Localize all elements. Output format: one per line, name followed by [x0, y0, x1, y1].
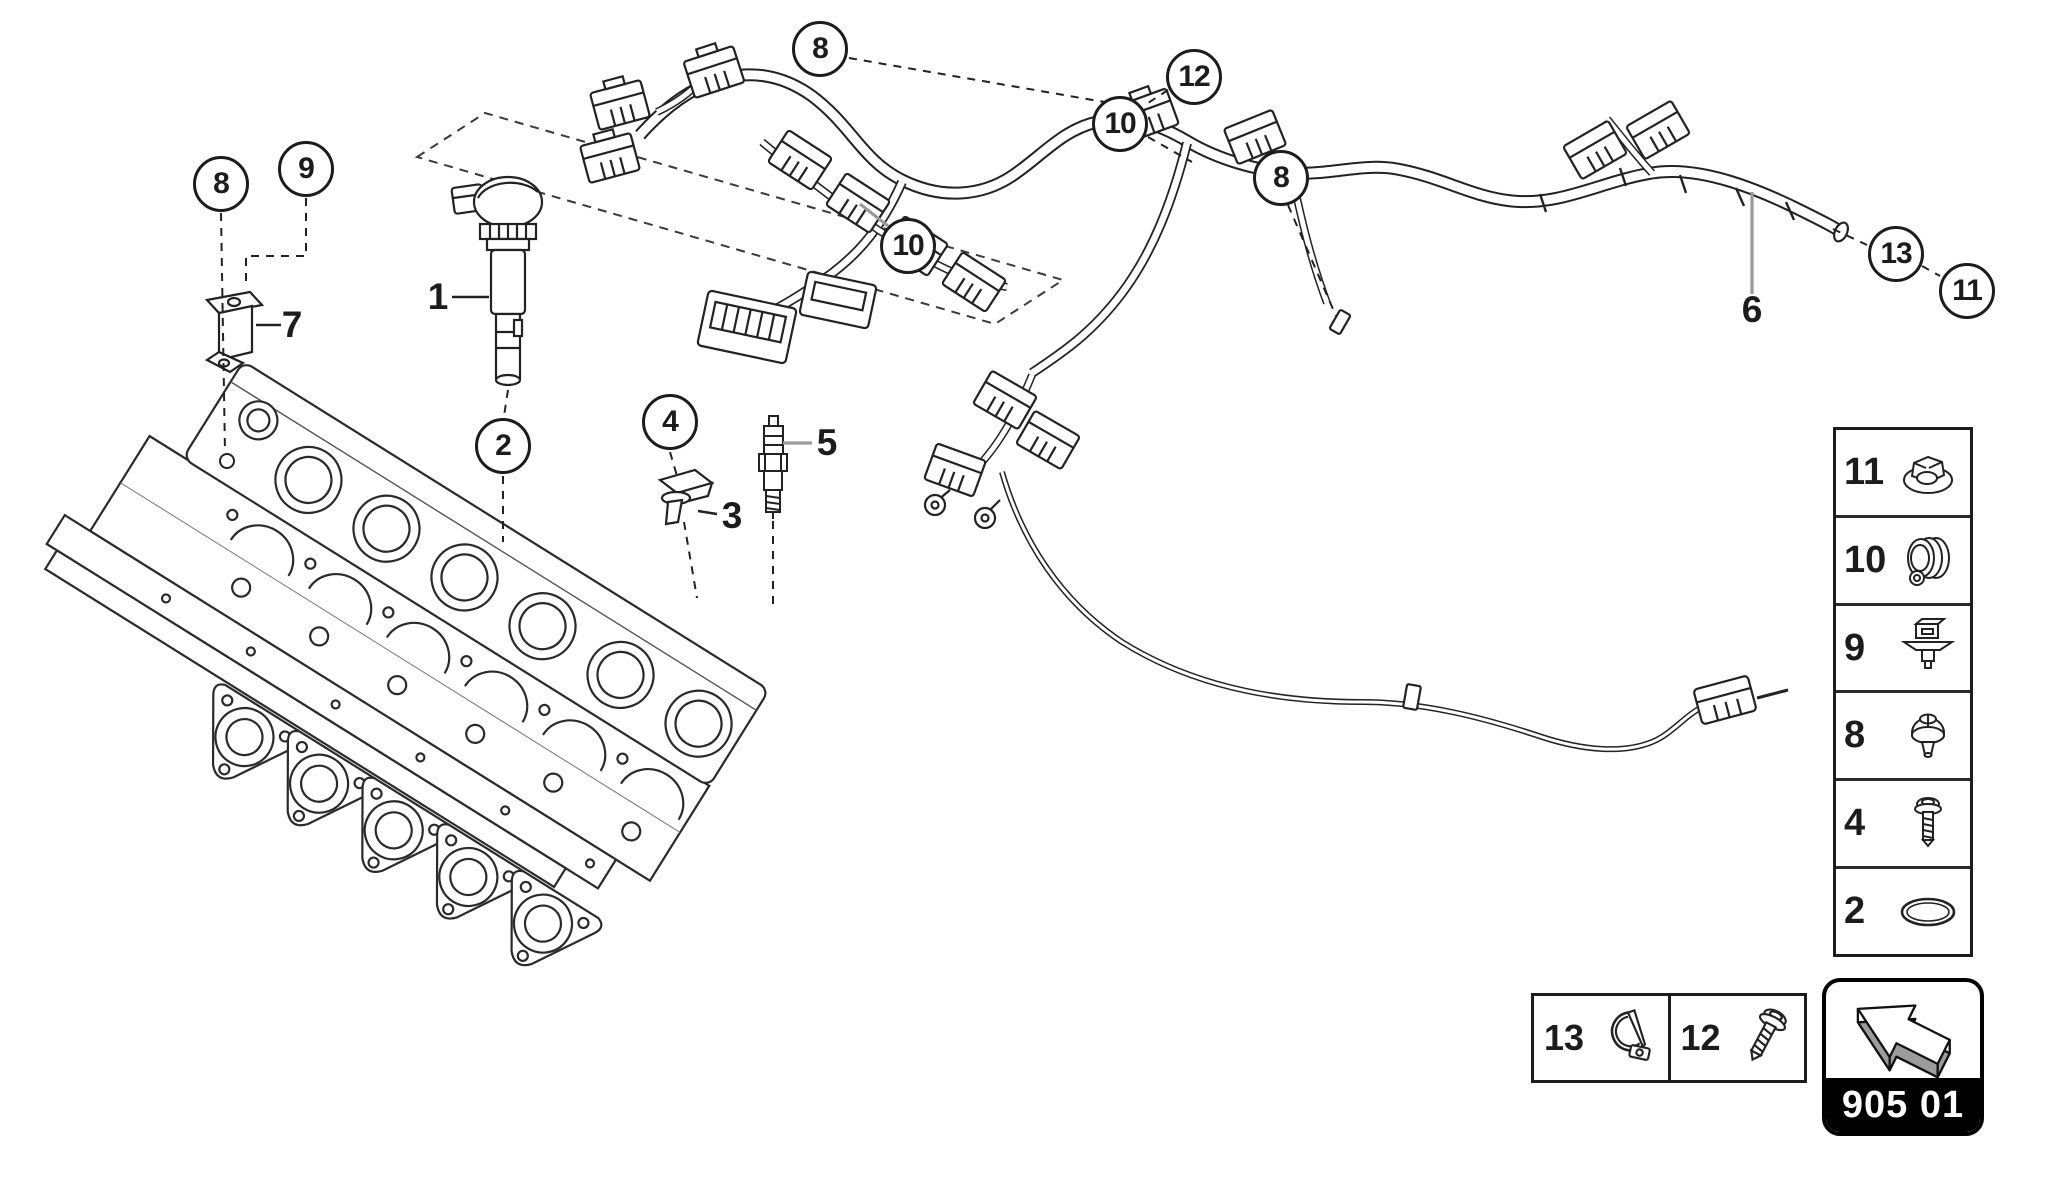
legend-row[interactable]: 9: [1836, 602, 1970, 691]
camshaft-sensor-drawing: [657, 468, 715, 526]
callout-2-seal[interactable]: 2: [475, 418, 531, 474]
callout-8-harness-mid[interactable]: 8: [1253, 150, 1309, 206]
part-number: 12: [1680, 1017, 1721, 1058]
legend-row[interactable]: 11: [1836, 430, 1970, 515]
part-number: 13: [1544, 1017, 1585, 1058]
legend-row[interactable]: 10: [1836, 514, 1970, 603]
page-code: 905 01: [1841, 1083, 1965, 1126]
page-code-badge[interactable]: 905 01: [1822, 978, 1984, 1136]
flange-screw-icon: [1729, 1004, 1801, 1072]
part-number: 9: [1844, 626, 1866, 669]
callout-10-loom-right[interactable]: 10: [1092, 96, 1148, 152]
gray-leader-lines: [783, 192, 1754, 445]
part-label-6-harness: 6: [1741, 289, 1763, 330]
part-number: 11: [1844, 450, 1885, 493]
part-number: 10: [1844, 538, 1887, 581]
part-label-5-spark-plug: 5: [816, 422, 838, 463]
coil-mounting-plane-outline: [414, 111, 1066, 326]
part-label-1-ignition-coil: 1: [427, 276, 449, 317]
grommet-icon: [1890, 528, 1966, 592]
ignition-coil-drawing: [450, 175, 544, 387]
flange-screw-icon: [1890, 792, 1966, 856]
dome-clip-icon: [1890, 704, 1966, 768]
harness-connectors: [579, 41, 1757, 725]
callout-11-nut[interactable]: 11: [1939, 263, 1995, 319]
bracket-mount-boss: [219, 453, 235, 469]
callout-12-screw[interactable]: 12: [1166, 49, 1222, 105]
o-ring-icon: [1890, 880, 1966, 944]
spark-plug-drawing: [758, 415, 788, 519]
footer-part-cell[interactable]: 12: [1667, 996, 1805, 1080]
legend-row[interactable]: 4: [1836, 778, 1970, 866]
legend-row[interactable]: 8: [1836, 690, 1970, 778]
expanding-clip-icon: [1890, 616, 1966, 680]
callout-13-clamp[interactable]: 13: [1868, 226, 1924, 282]
engine-line-art: [43, 364, 767, 967]
page-code-band: 905 01: [1826, 1078, 1980, 1132]
callout-9-bracket[interactable]: 9: [278, 141, 334, 197]
label-leader-lines: [256, 295, 718, 516]
part-number: 2: [1844, 890, 1866, 933]
callout-8-coil-area[interactable]: 8: [193, 156, 249, 212]
hose-clamp-icon: [1592, 1004, 1664, 1072]
part-label-3-sensor: 3: [721, 495, 743, 536]
callout-10-loom-left[interactable]: 10: [880, 218, 936, 274]
legend-row[interactable]: 2: [1836, 866, 1970, 954]
callout-4-sensor-screw[interactable]: 4: [642, 394, 698, 450]
fastener-legend-table: 11 10 9: [1833, 427, 1973, 957]
footer-part-cell[interactable]: 13: [1534, 996, 1668, 1080]
part-label-7-bracket: 7: [281, 304, 303, 345]
mounting-bracket-drawing: [204, 290, 265, 374]
flange-nut-icon: [1890, 440, 1966, 504]
wiring-harness: [579, 41, 1849, 753]
part-number: 4: [1844, 802, 1866, 845]
dashed-leader-lines: [220, 57, 1941, 606]
direction-arrow-icon: [1826, 982, 1980, 1078]
callout-8-harness-top[interactable]: 8: [792, 21, 848, 77]
part-number: 8: [1844, 714, 1866, 757]
footer-parts-table: 13 12: [1531, 993, 1807, 1083]
